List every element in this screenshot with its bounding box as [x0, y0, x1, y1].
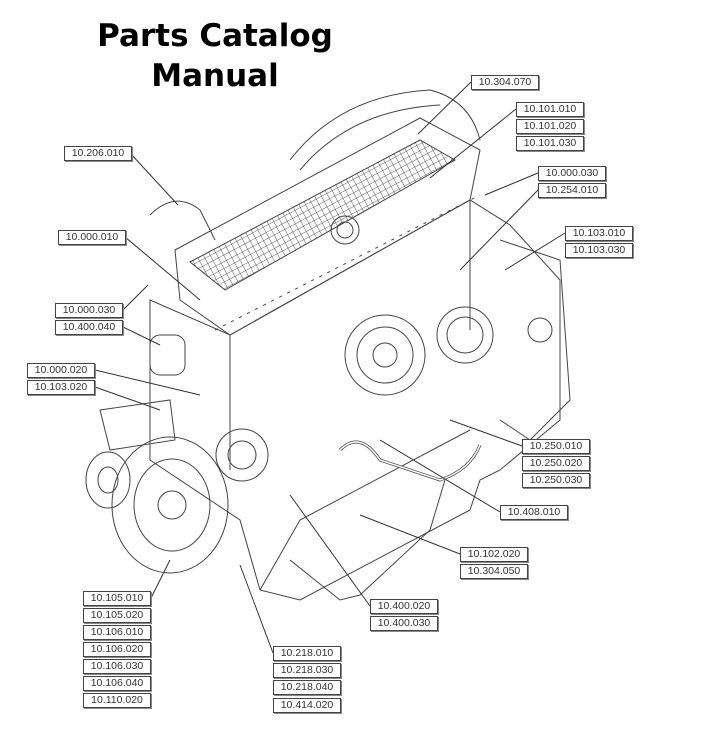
callout-10-110-020[interactable]: 10.110.020: [83, 693, 151, 708]
callout-10-105-010[interactable]: 10.105.010: [83, 591, 151, 606]
callout-10-106-010[interactable]: 10.106.010: [83, 625, 151, 640]
callout-10-101-010[interactable]: 10.101.010: [516, 102, 584, 117]
callout-10-000-030-right[interactable]: 10.000.030: [538, 166, 606, 181]
callout-10-400-040[interactable]: 10.400.040: [55, 320, 123, 335]
callout-10-106-040[interactable]: 10.106.040: [83, 676, 151, 691]
callout-10-106-030[interactable]: 10.106.030: [83, 659, 151, 674]
callout-10-218-040[interactable]: 10.218.040: [273, 680, 341, 695]
callout-10-218-010[interactable]: 10.218.010: [273, 646, 341, 661]
page-title: Parts Catalog Manual: [80, 16, 350, 96]
callout-10-250-020[interactable]: 10.250.020: [522, 456, 590, 471]
title-line-2: Manual: [151, 58, 279, 94]
callout-10-254-010[interactable]: 10.254.010: [538, 183, 606, 198]
callout-10-206-010[interactable]: 10.206.010: [64, 146, 132, 161]
callout-10-400-020[interactable]: 10.400.020: [370, 599, 438, 614]
callout-10-408-010[interactable]: 10.408.010: [500, 505, 568, 520]
callout-10-414-020[interactable]: 10.414.020: [273, 698, 341, 713]
callout-10-101-020[interactable]: 10.101.020: [516, 119, 584, 134]
callout-10-000-030-left[interactable]: 10.000.030: [55, 303, 123, 318]
callout-10-304-070[interactable]: 10.304.070: [471, 75, 539, 90]
leader-lines: [94, 81, 566, 654]
callout-10-000-010[interactable]: 10.000.010: [58, 230, 126, 245]
title-line-1: Parts Catalog: [97, 18, 333, 54]
callout-10-103-020[interactable]: 10.103.020: [27, 380, 95, 395]
callout-10-103-010[interactable]: 10.103.010: [565, 226, 633, 241]
callout-10-304-050[interactable]: 10.304.050: [460, 564, 528, 579]
callout-10-250-010[interactable]: 10.250.010: [522, 439, 590, 454]
engine-illustration: [85, 89, 571, 601]
callout-10-250-030[interactable]: 10.250.030: [522, 473, 590, 488]
callout-10-101-030[interactable]: 10.101.030: [516, 136, 584, 151]
callout-10-103-030[interactable]: 10.103.030: [565, 243, 633, 258]
callout-10-105-020[interactable]: 10.105.020: [83, 608, 151, 623]
callout-10-000-020[interactable]: 10.000.020: [27, 363, 95, 378]
callout-10-400-030[interactable]: 10.400.030: [370, 616, 438, 631]
callout-10-218-030[interactable]: 10.218.030: [273, 663, 341, 678]
callout-10-102-020[interactable]: 10.102.020: [460, 547, 528, 562]
callout-10-106-020[interactable]: 10.106.020: [83, 642, 151, 657]
